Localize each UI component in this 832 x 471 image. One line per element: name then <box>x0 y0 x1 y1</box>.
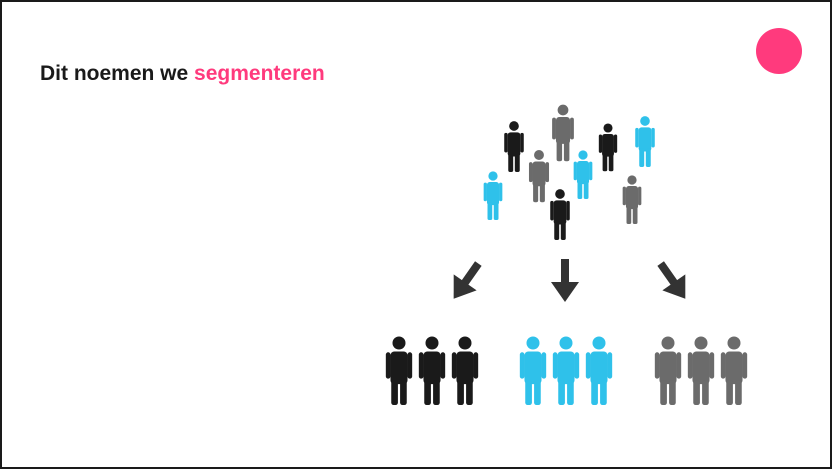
person-icon <box>687 336 715 405</box>
person-icon <box>385 336 413 405</box>
person-icon <box>654 336 682 405</box>
person-icon <box>552 336 580 405</box>
person-icon <box>585 336 613 405</box>
accent-dot <box>756 28 802 74</box>
title-highlight: segmenteren <box>194 62 325 85</box>
segment-groups <box>385 336 748 405</box>
person-icon <box>504 121 524 172</box>
people-crowd-icon <box>483 104 655 240</box>
title-prefix: Dit noemen we <box>40 62 195 85</box>
person-icon <box>622 175 642 224</box>
person-icon <box>720 336 748 405</box>
person-icon <box>552 104 574 162</box>
person-icon <box>519 336 547 405</box>
down-arrow-icon <box>649 255 697 307</box>
person-icon <box>635 116 655 167</box>
down-arrow-icon <box>551 259 579 302</box>
arrows <box>442 255 697 307</box>
person-icon <box>483 171 503 220</box>
person-icon <box>598 123 618 172</box>
person-icon <box>550 189 570 240</box>
down-arrow-icon <box>442 255 490 307</box>
person-icon <box>418 336 446 405</box>
slide-title: Dit noemen we segmenteren <box>40 62 325 86</box>
person-icon <box>528 150 550 203</box>
person-icon <box>573 150 593 199</box>
person-icon <box>451 336 479 405</box>
